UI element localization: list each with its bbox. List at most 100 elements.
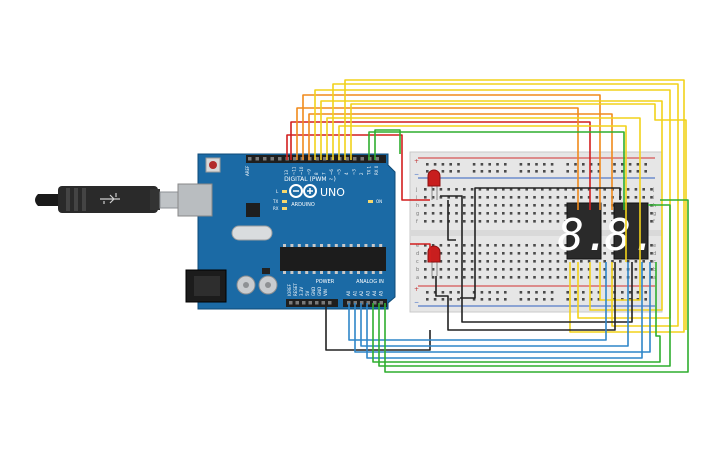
row-letter: f: [653, 219, 655, 225]
tx-led-label: TX: [272, 199, 278, 204]
wire-red-2: [290, 121, 591, 210]
wire-black-4: [460, 187, 621, 299]
wire-yellow-6: [344, 79, 685, 333]
header-hole: [360, 301, 364, 305]
header-hole: [366, 301, 370, 305]
gnd-label-2: GND: [317, 287, 322, 296]
breadboard-center-gap: [410, 230, 662, 236]
row-letter: a: [416, 275, 419, 281]
header-hole: [353, 301, 357, 305]
seven-segment-right: 8.: [605, 202, 658, 261]
header-hole: [289, 301, 293, 305]
row-letter: c: [653, 259, 656, 265]
right-digit-text: 8.: [605, 210, 658, 261]
analog-label: ANALOG IN: [356, 279, 384, 285]
rx-led-label: RX: [273, 206, 279, 211]
brand-text: ARDUINO: [291, 202, 315, 208]
usb-cable: [35, 186, 181, 213]
wire-black-2: [435, 262, 616, 331]
row-letter: j: [415, 187, 417, 193]
wire-yellow-1: [314, 89, 671, 319]
analog-pin-label: A3: [366, 290, 371, 296]
wire-yellow-7: [350, 103, 687, 330]
digital-pin-label: TX 1: [367, 166, 372, 176]
header-hole: [323, 157, 327, 161]
analog-pin-label: A5: [379, 290, 384, 296]
wire-blue-1: [348, 262, 607, 341]
on-led-label: ON: [376, 199, 382, 204]
digital-pin-label: ~5: [337, 169, 342, 175]
header-hole: [345, 157, 349, 161]
wire-orange-1: [296, 107, 579, 210]
row-letter: i: [416, 195, 417, 201]
row-letter: a: [653, 275, 656, 281]
row-letter: e: [653, 243, 656, 249]
wire-blue-2: [354, 262, 651, 353]
row-letter: g: [653, 211, 656, 217]
wire-green-1: [368, 131, 625, 210]
vin-label: VIN: [323, 289, 328, 296]
rail-minus-bottom: −: [414, 299, 419, 306]
v5-label: 5V: [305, 290, 310, 296]
analog-pin-label: A2: [359, 290, 364, 296]
gnd-label-1: GND: [311, 287, 316, 296]
digital-pin-label: RX 0: [374, 165, 379, 175]
wires: [286, 79, 689, 373]
wire-black-5: [447, 200, 456, 241]
usb-connector-metal: [159, 191, 181, 209]
wire-blue-4: [366, 262, 643, 359]
left-digit-text: 8.: [558, 210, 611, 261]
analog-pin-label: A0: [346, 290, 351, 296]
digital-pin-label: ~3: [352, 169, 357, 175]
digital-pin-label: ~6: [329, 169, 334, 175]
header-hole: [373, 301, 377, 305]
reset-pin-label: RESET: [293, 283, 298, 296]
digital-pin-label: 4: [344, 172, 349, 175]
v33-label: 3.3V: [299, 287, 304, 296]
led-bottom: [427, 245, 441, 276]
wire-black-3: [440, 195, 633, 323]
row-letter: b: [416, 267, 419, 273]
row-letter: g: [416, 211, 419, 217]
rail-minus-top: −: [414, 171, 419, 178]
row-letter: h: [653, 203, 656, 209]
header-hole: [270, 157, 274, 161]
wire-red-led-bottom: [410, 243, 431, 262]
header-hole: [347, 301, 351, 305]
analog-pin-label: A4: [372, 290, 377, 296]
usb-cable-strain-relief: [35, 194, 60, 206]
digital-pin-label: ~9: [307, 169, 312, 175]
crystal-oscillator: [231, 225, 273, 241]
header-hole: [263, 157, 267, 161]
header-hole: [353, 157, 357, 161]
digital-pin-label: ~10: [299, 166, 304, 175]
header-hole: [293, 157, 297, 161]
header-hole: [255, 157, 259, 161]
seven-segment-left: 8.: [558, 202, 611, 261]
wire-green-3: [372, 262, 661, 363]
wire-yellow-4: [332, 83, 679, 327]
digital-pin-label: 2: [359, 172, 364, 175]
analog-header: [343, 299, 387, 307]
header-hole: [295, 301, 299, 305]
row-letter: j: [652, 187, 654, 193]
row-letter: i: [653, 195, 654, 201]
row-letter: c: [416, 259, 419, 265]
header-hole: [278, 157, 282, 161]
model-text: UNO: [320, 186, 345, 199]
header-hole: [308, 301, 312, 305]
l-led-label: L: [276, 189, 279, 194]
rail-plus-top: +: [414, 158, 419, 165]
digital-pin-label: 7: [322, 172, 327, 175]
digital-pin-label: 8: [314, 172, 319, 175]
wire-orange-3: [308, 113, 613, 210]
header-hole: [315, 157, 319, 161]
usb-symbol-icon: [100, 193, 120, 204]
wire-orange-2: [302, 94, 601, 210]
header-hole: [360, 157, 364, 161]
ioref-label: IOREF: [287, 283, 292, 296]
row-letter: f: [416, 219, 418, 225]
wire-green-5: [384, 199, 689, 373]
